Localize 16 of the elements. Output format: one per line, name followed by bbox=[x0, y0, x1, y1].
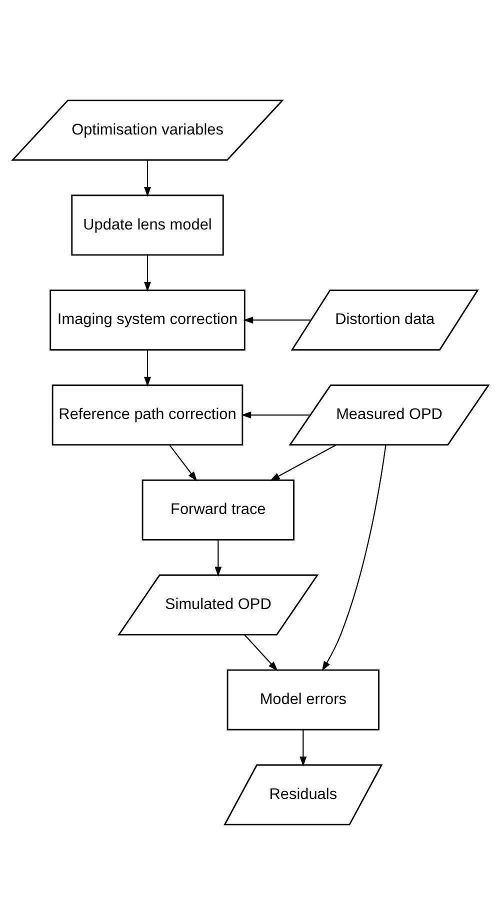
arrow bbox=[144, 160, 151, 196]
arrow bbox=[144, 254, 151, 292]
arrow bbox=[300, 729, 307, 766]
arrow bbox=[243, 316, 312, 324]
arrow bbox=[241, 411, 310, 418]
node-box: Model errors bbox=[226, 668, 380, 730]
arrow bbox=[322, 444, 386, 671]
node-box: Update lens model bbox=[71, 194, 224, 256]
arrow bbox=[214, 539, 222, 576]
arrow bbox=[244, 634, 278, 671]
arrow bbox=[270, 444, 336, 480]
node-box: Forward trace bbox=[142, 478, 294, 540]
arrow bbox=[169, 444, 198, 481]
node-box: Reference path correction bbox=[52, 384, 244, 446]
arrow bbox=[144, 350, 151, 386]
node-box: Imaging system correction bbox=[50, 289, 246, 350]
